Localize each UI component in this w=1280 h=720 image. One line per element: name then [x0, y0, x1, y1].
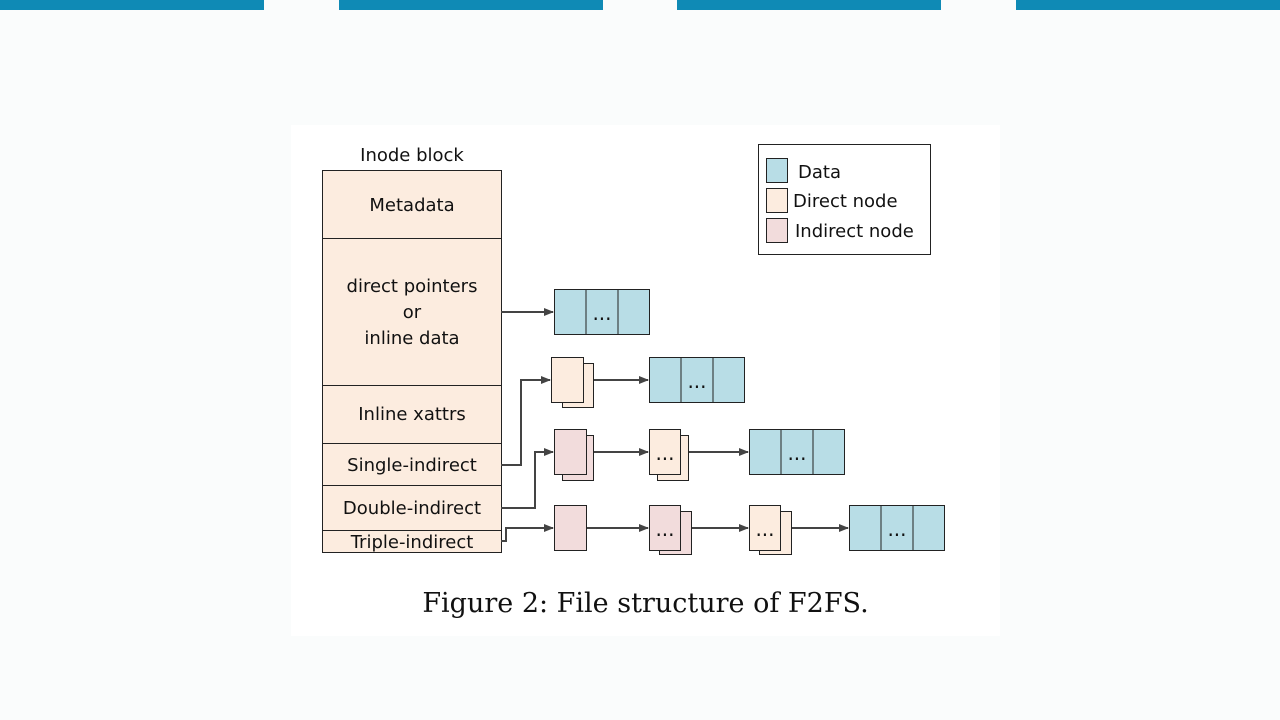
double-indirect-row: ... ...: [501, 429, 845, 509]
triple-indirect-label: Triple-indirect: [350, 532, 474, 553]
data-block-ellipsis: ...: [592, 301, 611, 325]
legend-direct-label: Direct node: [793, 191, 898, 212]
direct-node-ellipsis: ...: [755, 517, 774, 541]
legend: Data Direct node Indirect node: [758, 144, 931, 255]
data-block: [649, 357, 745, 403]
direct-node: [749, 505, 781, 551]
legend-data-label: Data: [798, 162, 841, 183]
inode-single-indirect-cell: [322, 443, 502, 486]
inode-xattrs-cell: [322, 385, 502, 444]
data-block: [554, 289, 650, 335]
data-block-ellipsis: ...: [887, 517, 906, 541]
direct-node: [551, 357, 584, 403]
single-indirect-label: Single-indirect: [347, 455, 477, 476]
direct-pointers-label-line1: direct pointers: [347, 276, 478, 297]
arrow-triple-indirect: [501, 524, 554, 542]
direct-node: [649, 429, 681, 475]
inode-block-title: Inode block: [360, 145, 464, 166]
header-accent-bar-4: [1016, 0, 1280, 10]
inode-double-indirect-cell: [322, 485, 502, 531]
direct-pointer-row: ...: [501, 289, 650, 335]
metadata-label: Metadata: [369, 195, 454, 216]
data-block: [749, 429, 845, 475]
data-block-ellipsis: ...: [687, 369, 706, 393]
legend-data-swatch: [766, 158, 788, 183]
indirect-node: [554, 429, 587, 475]
direct-pointers-label-line2: or: [403, 302, 422, 323]
header-accent-bar-1: [0, 0, 264, 10]
arrow-single-indirect: [501, 376, 551, 466]
indirect-node-ellipsis: ...: [655, 517, 674, 541]
direct-node-ellipsis: ...: [655, 441, 674, 465]
double-indirect-label: Double-indirect: [343, 498, 481, 519]
legend-direct-swatch: [766, 188, 788, 213]
triple-indirect-row: ... ... ...: [501, 505, 945, 555]
inline-xattrs-label: Inline xattrs: [358, 404, 466, 425]
single-indirect-row: ...: [501, 357, 745, 466]
direct-pointers-label-line3: inline data: [364, 328, 459, 349]
arrow-double-indirect: [501, 448, 554, 509]
legend-indirect-swatch: [766, 218, 788, 243]
data-block-ellipsis: ...: [787, 441, 806, 465]
header-accent-bar-3: [677, 0, 941, 10]
indirect-node: [554, 505, 587, 551]
indirect-node: [649, 505, 681, 551]
data-block: [849, 505, 945, 551]
figure-caption: Figure 2: File structure of F2FS.: [422, 588, 869, 619]
header-accent-bar-2: [339, 0, 603, 10]
legend-indirect-label: Indirect node: [795, 221, 914, 242]
inode-block: [322, 170, 502, 553]
